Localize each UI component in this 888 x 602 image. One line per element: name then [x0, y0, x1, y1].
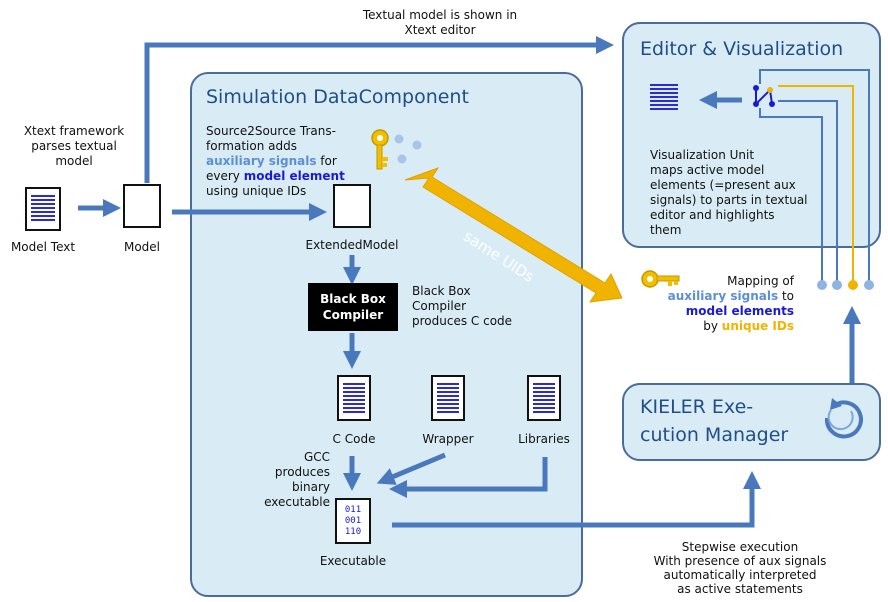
mapping-dots	[817, 280, 874, 290]
vis-note-line4: signals) to parts in textual	[650, 193, 808, 207]
libraries-label: Libraries	[518, 432, 570, 446]
s2s-line5: using unique IDs	[206, 184, 307, 198]
bbc-line1: Black Box	[320, 292, 386, 306]
xtext-note-line2: parses textual	[31, 139, 117, 153]
executable-icon: 011 001 110	[335, 498, 371, 544]
model-text-label: Model Text	[10, 240, 76, 254]
s2s-line2: formation adds	[206, 139, 297, 153]
mapping-model-elements: model elements	[685, 304, 794, 318]
stepwise-line3: automatically interpreted	[663, 568, 817, 582]
s2s-line1: Source2Source Trans-	[206, 124, 336, 138]
xtext-note-line1: Xtext framework	[23, 124, 125, 138]
arrow-model-to-editor	[144, 36, 614, 183]
simulation-panel-title: Simulation DataComponent	[206, 86, 469, 108]
mapping-line3: model elements	[640, 304, 794, 318]
wrapper-label: Wrapper	[422, 432, 474, 446]
bbc-line2: Compiler	[322, 308, 384, 322]
key-icon-mapping	[641, 270, 680, 288]
exe-bits-2: 001	[344, 516, 362, 526]
bbc-note-line3: produces C code	[412, 314, 513, 328]
arrow-exe-to-kieler	[392, 471, 761, 528]
c-code-document-icon	[337, 375, 371, 421]
vis-note-line5: editor and highlights	[650, 208, 775, 222]
c-code-label: C Code	[332, 432, 376, 446]
executable-label: Executable	[319, 554, 387, 568]
model-box	[123, 184, 161, 228]
vis-note-line1: Visualization Unit	[650, 148, 755, 162]
editor-text-document-icon	[650, 82, 678, 118]
wrapper-document-icon	[431, 375, 465, 421]
vis-graph-icon	[753, 85, 775, 107]
mapping-aux-signals: auxiliary signals	[667, 289, 779, 303]
extended-model-label: ExtendedModel	[305, 238, 399, 252]
mapping-line2: auxiliary signals to	[667, 289, 794, 303]
model-label: Model	[123, 240, 161, 254]
bbc-note-line2: Compiler	[412, 299, 467, 313]
mapping-unique-ids: unique IDs	[721, 319, 794, 333]
stepwise-line2: With presence of aux signals	[653, 554, 827, 568]
gcc-note-line1: GCC	[303, 450, 330, 464]
exe-bits-1: 011	[344, 505, 362, 515]
mapping-line1: Mapping of	[727, 274, 794, 288]
top-note-line1: Textual model is shown in	[362, 8, 518, 22]
gcc-note-line4: executable	[264, 495, 330, 509]
xtext-note-line3: model	[55, 154, 93, 168]
same-uids-arrow	[404, 167, 623, 303]
refresh-icon	[824, 398, 863, 439]
extended-model-box	[333, 184, 371, 228]
mapping-line4: by unique IDs	[703, 319, 794, 333]
arrow-libraries-to-exe	[389, 457, 548, 498]
editor-panel-title: Editor & Visualization	[640, 38, 844, 60]
vis-note-line2: maps active model	[650, 163, 765, 177]
kieler-title-line1: KIELER Exe-	[640, 396, 754, 418]
model-element-text: model element	[243, 169, 345, 183]
s2s-line3: auxiliary signals for	[206, 154, 337, 168]
stepwise-line1: Stepwise execution	[681, 540, 799, 554]
key-icon-sim	[371, 129, 389, 170]
s2s-line4: every model element	[206, 169, 345, 183]
arrow-wrapper-to-exe	[376, 452, 446, 485]
kieler-execution-manager-panel	[622, 383, 881, 461]
gcc-note-line3: binary	[292, 480, 330, 494]
kieler-title-line2: cution Manager	[640, 424, 789, 446]
bbc-note-line1: Black Box	[412, 284, 471, 298]
libraries-document-icon	[527, 375, 561, 421]
gcc-note-line2: produces	[274, 465, 330, 479]
stepwise-line4: as active statements	[677, 582, 803, 596]
model-text-document-icon	[25, 187, 61, 231]
aux-signals-text: auxiliary signals	[206, 154, 317, 168]
vis-note-line3: elements (=present aux	[650, 178, 796, 192]
black-box-compiler: Black Box Compiler	[308, 283, 398, 331]
vis-note-line6: them	[650, 223, 682, 237]
exe-bits-3: 110	[344, 527, 362, 537]
top-note-line2: Xtext editor	[404, 23, 476, 37]
